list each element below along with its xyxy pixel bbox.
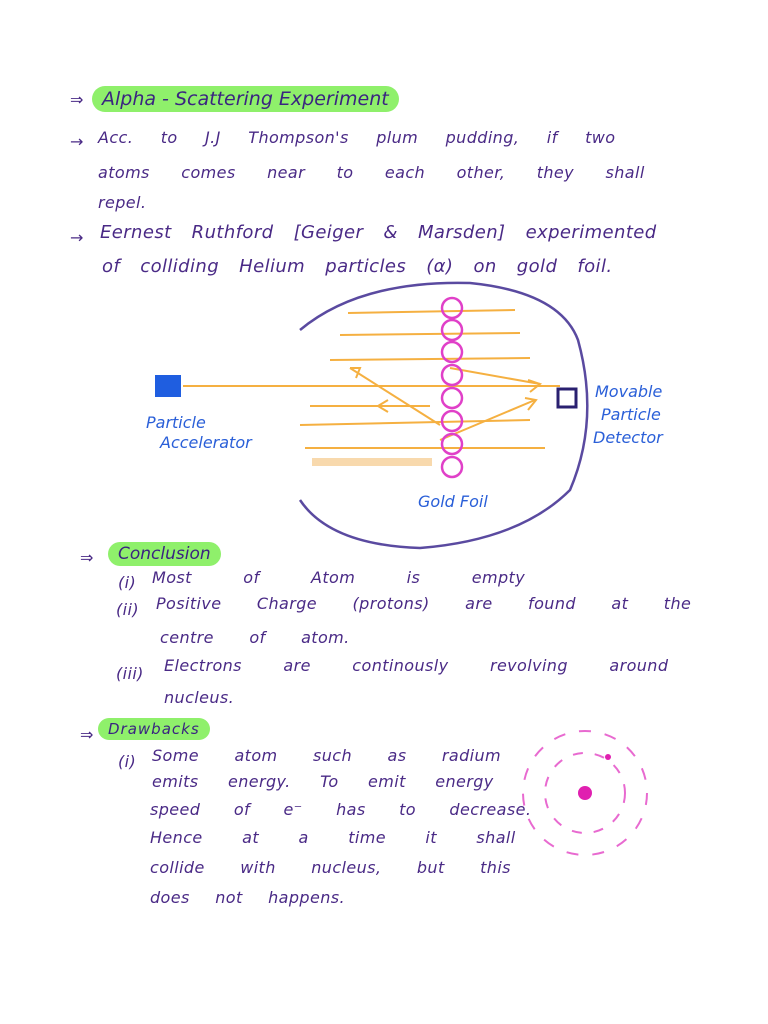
drawbacks-line-5: collide with nucleus, but this [150, 858, 511, 877]
drawbacks-line-2: emits energy. To emit energy [152, 772, 494, 791]
rutherford-line-2: of colliding Helium particles (α) on gol… [102, 256, 613, 277]
conclusion-point-2-line-1: Positive Charge (protons) are found at t… [156, 594, 692, 613]
deflection-arrows [350, 367, 543, 413]
conclusion-point-3-line-1: Electrons are continously revolving arou… [164, 656, 669, 675]
detector-label: Movable Particle Detector [593, 380, 663, 449]
drawbacks-line-6: does not happens. [150, 888, 345, 907]
intro-line-2: atoms comes near to each other, they sha… [98, 163, 645, 182]
double-arrow-bullet-icon: ⇒ [80, 725, 94, 744]
intro-line-3: repel. [98, 193, 147, 212]
drawbacks-heading: Drawbacks [98, 718, 210, 740]
arrow-bullet-icon: → [70, 132, 84, 151]
conclusion-heading: Conclusion [108, 542, 221, 566]
drawbacks-marker-1: (i) [118, 752, 137, 771]
accelerator-label-line-1: Particle [146, 413, 206, 432]
accelerator-block [155, 375, 181, 397]
conclusion-point-2-line-2: centre of atom. [160, 628, 350, 647]
chamber-outline [298, 281, 589, 550]
arrow-bullet-icon: → [70, 228, 84, 247]
conclusion-marker-2: (ii) [116, 600, 139, 619]
accelerator-label-line-2: Accelerator [160, 433, 252, 452]
conclusion-marker-3: (iii) [116, 664, 144, 683]
alpha-rays [299, 309, 545, 449]
conclusion-point-3-line-2: nucleus. [164, 688, 235, 707]
detector-box [556, 387, 578, 409]
detector-label-line-1: Movable [595, 382, 663, 401]
conclusion-point-1: Most of Atom is empty [152, 568, 526, 587]
intro-line-1: Acc. to J.J Thompson's plum pudding, if … [98, 128, 616, 147]
gold-foil-label: Gold Foil [418, 492, 488, 511]
atom-model [522, 730, 648, 856]
double-arrow-bullet-icon: ⇒ [70, 90, 84, 109]
page-title: Alpha - Scattering Experiment [92, 86, 399, 112]
detector-label-line-3: Detector [593, 428, 663, 447]
double-arrow-bullet-icon: ⇒ [80, 548, 94, 567]
drawbacks-line-4: Hence at a time it shall [150, 828, 516, 847]
accelerator-label: Particle Accelerator [146, 413, 252, 453]
scattered-beam [312, 458, 432, 466]
drawbacks-line-1: Some atom such as radium [152, 746, 502, 765]
drawbacks-line-3: speed of e⁻ has to decrease. [150, 800, 532, 819]
gold-foil [440, 296, 464, 479]
detector-label-line-2: Particle [601, 405, 661, 424]
rutherford-line-1: Eernest Ruthford [Geiger & Marsden] expe… [100, 222, 657, 243]
conclusion-marker-1: (i) [118, 573, 137, 592]
